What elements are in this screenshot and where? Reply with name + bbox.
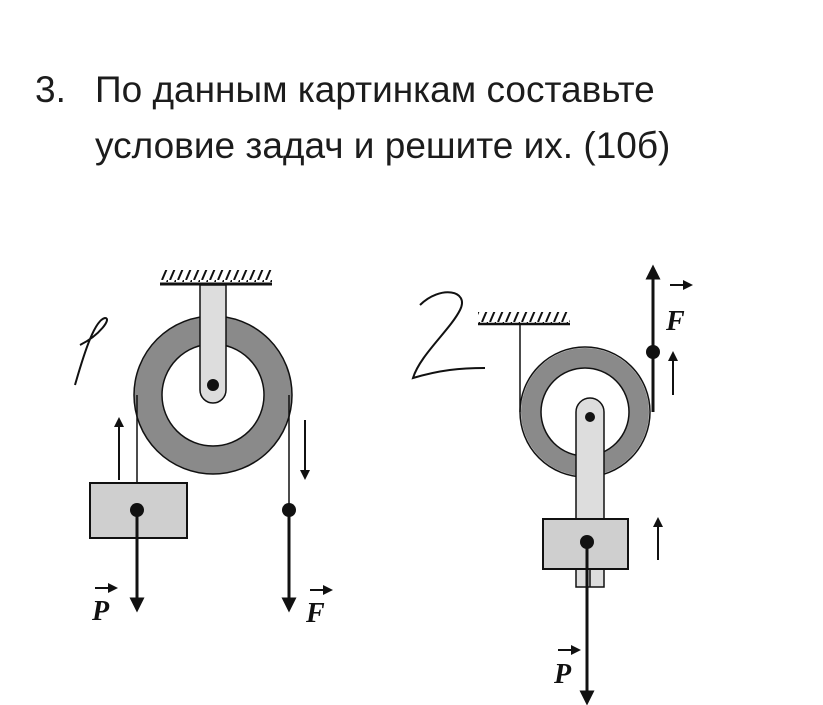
pulley-bracket (199, 284, 227, 404)
task-text: 3. По данным картинкам составьте условие … (35, 62, 670, 174)
ceiling-hatch (478, 312, 570, 323)
handwritten-2 (411, 291, 486, 380)
ceiling-hatch (160, 270, 272, 282)
task-line-2: условие задач и решите их. (10б) (95, 125, 671, 166)
figure-1-fixed-pulley: P F (74, 270, 333, 629)
label-F: F (305, 598, 325, 629)
handwritten-1 (74, 316, 108, 386)
task-line-1: По данным картинкам составьте (95, 69, 655, 110)
task-number: 3. (35, 69, 66, 110)
axle-dot (207, 379, 219, 391)
label-P: P (553, 659, 572, 690)
label-F: F (665, 306, 685, 337)
label-P: P (91, 596, 110, 627)
figure-2-movable-pulley: F P (411, 264, 693, 705)
